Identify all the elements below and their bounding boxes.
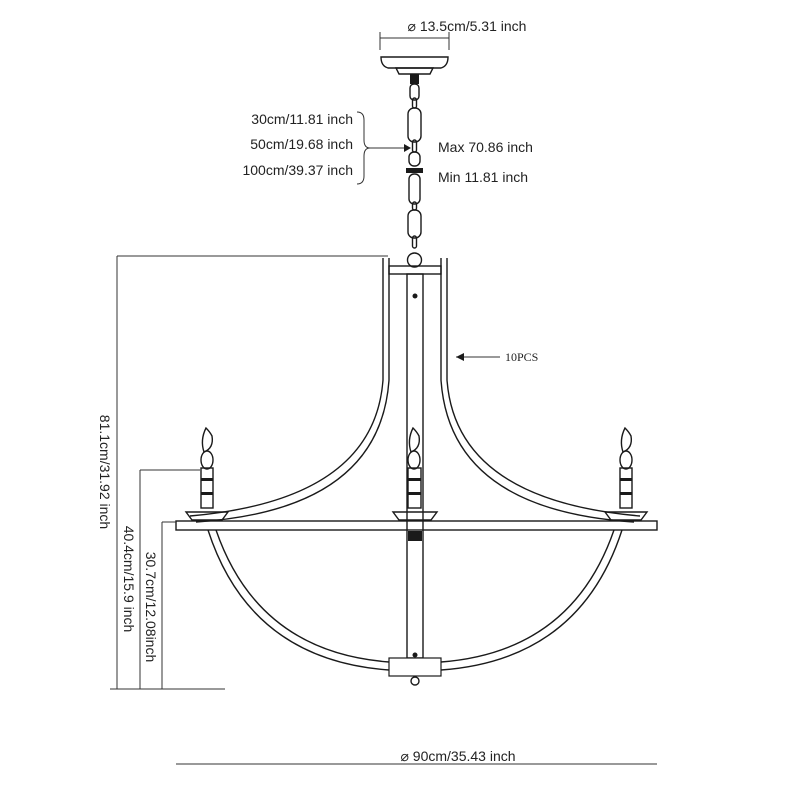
- bobeche: [391, 511, 439, 521]
- flame-bulb-icon: [408, 426, 421, 453]
- bulb-icon: [407, 450, 421, 470]
- bobeche: [603, 511, 649, 521]
- canopy-lower: [394, 67, 435, 75]
- candle-sleeve: [200, 467, 214, 509]
- right-upper-arm-outer: [446, 379, 641, 517]
- canopy-nipple: [410, 74, 419, 84]
- chain-link: [408, 151, 421, 167]
- left-upper-arm-outer: [189, 379, 384, 517]
- candle-sleeve: [407, 467, 422, 509]
- chain-link: [411, 201, 418, 211]
- chain: [406, 83, 423, 268]
- right-lower-arc-outer: [440, 529, 623, 671]
- flame-bulb-icon: [620, 426, 633, 453]
- brace-arrow-head: [404, 144, 411, 152]
- height-dimensions: 81.1cm/31.92 inch 40.4cm/15.9 inch 30.7c…: [97, 255, 388, 690]
- right-lower-arc-inner: [440, 529, 615, 663]
- max-length-label: Max 70.86 inch: [438, 139, 533, 155]
- canopy-diameter-label: ⌀ 13.5cm/5.31 inch: [408, 18, 527, 34]
- total-height-label: 81.1cm/31.92 inch: [97, 415, 113, 529]
- chain-link: [411, 235, 418, 249]
- frame: [175, 258, 658, 686]
- candle-band: [620, 492, 632, 495]
- callout-arrow-icon: [456, 353, 464, 361]
- column-joint: [408, 531, 422, 541]
- flame-bulb-icon: [201, 426, 214, 453]
- candle-band: [408, 492, 421, 495]
- chain-option-1: 30cm/11.81 inch: [251, 111, 353, 127]
- candle-band: [201, 478, 213, 481]
- column-screw: [412, 293, 418, 299]
- candle-right: [603, 426, 649, 521]
- candle-band: [408, 478, 421, 481]
- candle-band: [620, 478, 632, 481]
- canopy-plate: [380, 56, 449, 69]
- diameter-dimension: ⌀ 90cm/35.43 inch: [176, 748, 657, 765]
- chain-link: [407, 107, 422, 143]
- chain-connector: [406, 168, 423, 173]
- chain-link: [408, 173, 421, 205]
- candle-band: [201, 492, 213, 495]
- chain-option-2: 50cm/19.68 inch: [250, 136, 353, 152]
- candle-center: [391, 426, 439, 521]
- body-height-label: 40.4cm/15.9 inch: [121, 526, 137, 633]
- pieces-label: 10PCS: [505, 350, 538, 364]
- chain-options-group: 30cm/11.81 inch 50cm/19.68 inch 100cm/39…: [242, 111, 532, 185]
- canopy: [379, 32, 450, 84]
- chain-link: [409, 83, 420, 101]
- candle-left: [184, 426, 230, 521]
- left-upper-arm-inner: [195, 379, 390, 523]
- candle-sleeve: [619, 467, 633, 509]
- candle-plate-bar: [175, 520, 658, 531]
- bulb-icon: [619, 450, 633, 470]
- bottom-finial: [410, 676, 420, 686]
- left-lower-arc-outer: [207, 529, 390, 671]
- bulb-icon: [200, 450, 214, 470]
- bobeche: [184, 511, 230, 521]
- bottom-hub: [388, 657, 442, 677]
- chain-link: [407, 209, 422, 239]
- right-upper-arm-inner: [440, 379, 635, 523]
- hub-screw: [412, 652, 418, 658]
- hanging-ring: [406, 252, 423, 268]
- options-brace: [356, 111, 371, 185]
- chain-option-3: 100cm/39.37 inch: [242, 162, 353, 178]
- left-lower-arc-inner: [215, 529, 390, 663]
- pieces-callout: 10PCS: [456, 350, 538, 364]
- lower-height-label: 30.7cm/12.08inch: [143, 552, 159, 663]
- overall-diameter-label: ⌀ 90cm/35.43 inch: [400, 748, 515, 764]
- min-length-label: Min 11.81 inch: [438, 169, 528, 185]
